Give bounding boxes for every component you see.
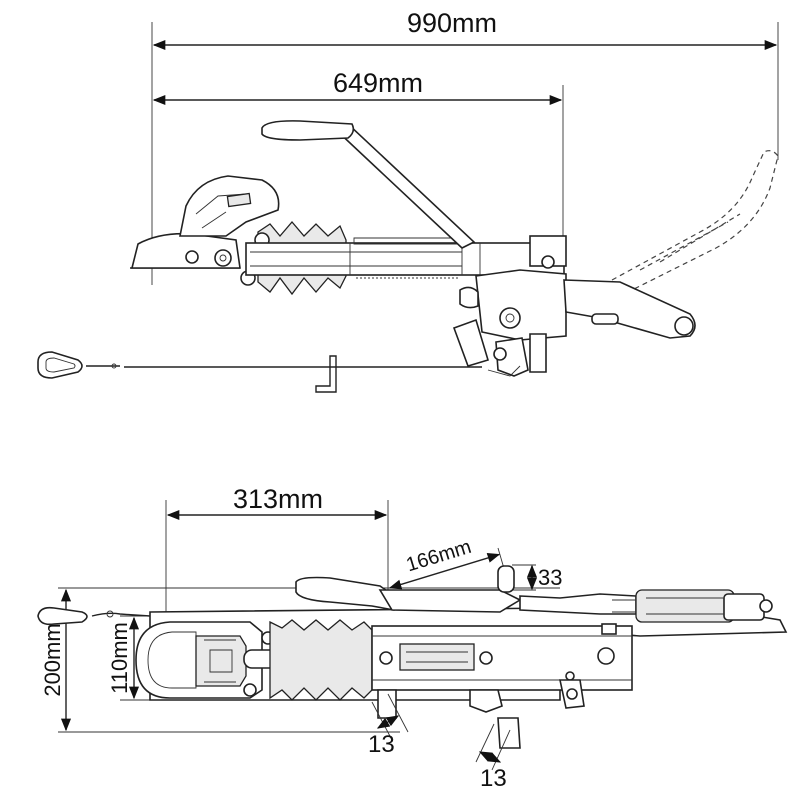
dimension-label-13-b: 13 (480, 765, 507, 792)
bellows-top (269, 619, 373, 701)
handbrake-lever-top (295, 565, 637, 615)
bracket-bottom (377, 679, 585, 749)
dimension-line-166 (388, 553, 501, 590)
carabiner-icon (37, 606, 88, 626)
main-body-top (371, 623, 633, 691)
dimension-label-33: 33 (538, 565, 562, 590)
bolt-dimension-a (371, 693, 409, 741)
side-view: 990mm 649mm (37, 8, 779, 393)
dimension-label-990: 990mm (407, 8, 497, 38)
handbrake-lever-raised (261, 120, 476, 249)
dimension-label-13-a: 13 (368, 731, 395, 758)
dimension-label-313: 313mm (233, 484, 323, 514)
top-view: 313mm 166mm 33 200mm 110mm (37, 484, 788, 792)
dimension-label-166: 166mm (404, 536, 474, 577)
breakaway-cable-top (37, 606, 151, 626)
carabiner-icon (37, 351, 83, 379)
damper-top (612, 589, 773, 623)
draw-tube (245, 235, 567, 279)
dimension-label-110: 110mm (107, 622, 132, 694)
breakaway-cable (37, 351, 482, 393)
dimension-label-649: 649mm (333, 68, 423, 98)
coupling-head (130, 175, 280, 269)
dimension-label-200: 200mm (40, 623, 65, 696)
brake-mechanism (452, 269, 696, 377)
bolt-dimension-b (475, 723, 511, 771)
handbrake-lever-lowered (611, 150, 779, 295)
